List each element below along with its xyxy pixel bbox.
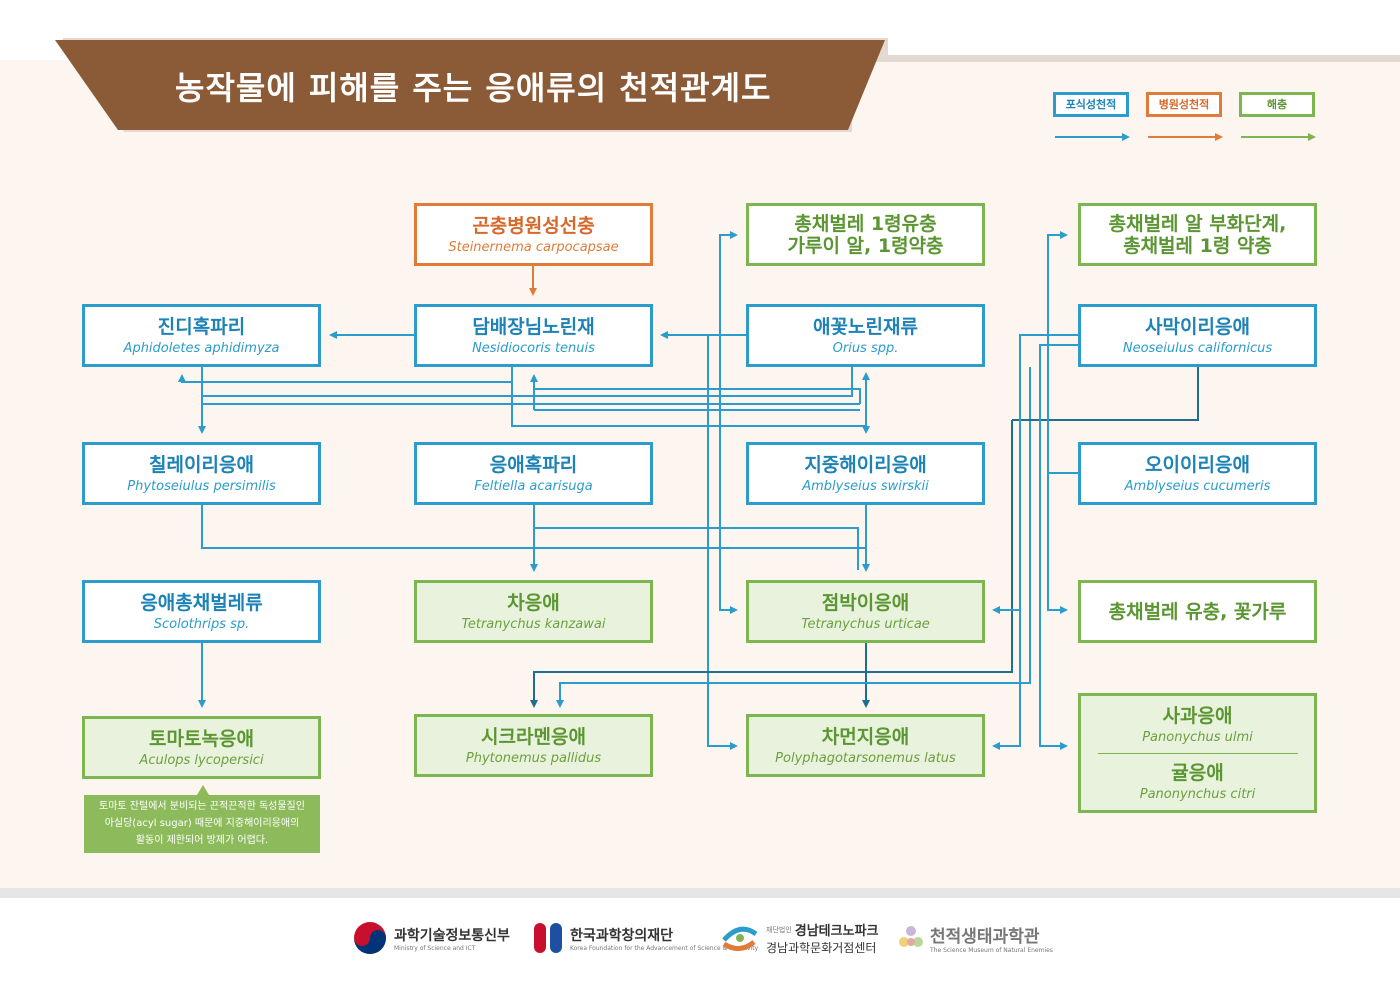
node-orius-name: 애꽃노린재류	[813, 315, 918, 338]
node-steinernema-name: 곤충병원성선충	[472, 214, 595, 237]
node-nesidiocoris-sci: Nesidiocoris tenuis	[472, 340, 595, 356]
node-urticae-sci: Tetranychus urticae	[801, 616, 930, 632]
node-chongchae-hatch-line2: 총채벌레 1령 약충	[1123, 234, 1272, 257]
node-panonychus-citri-name: 귤응애	[1171, 761, 1224, 784]
node-steinernema: 곤충병원성선충 Steinernema carpocapsae	[414, 203, 653, 266]
legend-pest: 해충	[1239, 92, 1315, 117]
node-chongchae-larva: 총채벌레 1령유충 가루이 알, 1령약충	[746, 203, 985, 266]
node-phytonemus-name: 시크라멘응애	[481, 725, 586, 748]
node-chongchae-flower: 총채벌레 유충, 꽃가루	[1078, 580, 1317, 643]
node-panonychus: 사과응애 Panonychus ulmi 귤응애 Panonynchus cit…	[1078, 693, 1317, 813]
node-orius-sci: Orius spp.	[832, 340, 899, 356]
taeguk-icon	[354, 922, 386, 954]
node-amblyseius-cucumeris: 오이이리응애 Amblyseius cucumeris	[1078, 442, 1317, 505]
node-kanzawai-name: 차응애	[507, 591, 560, 614]
logo-museum: 천적생태과학관 The Science Museum of Natural En…	[896, 918, 1053, 958]
node-feltiella-name: 응애혹파리	[489, 453, 578, 476]
legend-predator: 포식성천적	[1053, 92, 1129, 117]
node-feltiella: 응애혹파리 Feltiella acarisuga	[414, 442, 653, 505]
logo-museum-sub: The Science Museum of Natural Enemies	[930, 947, 1053, 954]
logo-gntp-name: 경남테크노파크	[794, 924, 879, 939]
node-aculops: 토마토녹응애 Aculops lycopersici	[82, 716, 321, 779]
node-panonychus-divider	[1097, 752, 1298, 754]
title-banner	[55, 38, 1400, 132]
node-phytoseiulus-sci: Phytoseiulus persimilis	[127, 478, 276, 494]
node-feltiella-sci: Feltiella acarisuga	[474, 478, 593, 494]
page-title: 농작물에 피해를 주는 응애류의 천적관계도	[175, 69, 772, 107]
node-urticae: 점박이응애 Tetranychus urticae	[746, 580, 985, 643]
node-orius: 애꽃노린재류 Orius spp.	[746, 304, 985, 367]
gntp-icon	[722, 926, 758, 951]
node-neoseiulus: 사막이리응애 Neoseiulus californicus	[1078, 304, 1317, 367]
node-polyphagotarsonemus-sci: Polyphagotarsonemus latus	[775, 750, 956, 766]
logo-kofac-sub: Korea Foundation for the Advancement of …	[570, 944, 759, 952]
logo-gntp: 재단법인 경남테크노파크 경남과학문화거점센터	[720, 918, 879, 958]
node-nesidiocoris-name: 담배장님노린재	[472, 315, 595, 338]
node-urticae-name: 점박이응애	[821, 591, 910, 614]
node-kanzawai-sci: Tetranychus kanzawai	[461, 616, 606, 632]
node-chongchae-larva-line1: 총채벌레 1령유충	[794, 212, 937, 235]
node-panonychus-ulmi-sci: Panonychus ulmi	[1142, 729, 1253, 745]
logo-gntp-prefix: 재단법인	[766, 925, 792, 934]
node-amblyseius-swirskii: 지중해이리응애 Amblyseius swirskii	[746, 442, 985, 505]
note-line-2: 아실당(acyl sugar) 때문에 지중해이리응애의	[104, 818, 300, 829]
node-phytonemus-sci: Phytonemus pallidus	[465, 750, 602, 766]
node-nesidiocoris: 담배장님노린재 Nesidiocoris tenuis	[414, 304, 653, 367]
node-steinernema-sci: Steinernema carpocapsae	[448, 239, 619, 255]
node-scolothrips-sci: Scolothrips sp.	[153, 616, 250, 632]
note-line-1: 토마토 잔털에서 분비되는 끈적끈적한 독성물질인	[99, 801, 305, 812]
aculops-note: 토마토 잔털에서 분비되는 끈적끈적한 독성물질인 아실당(acyl sugar…	[84, 795, 320, 853]
footer-divider	[0, 888, 1400, 898]
logo-msit-name: 과학기술정보통신부	[394, 927, 510, 944]
node-aculops-sci: Aculops lycopersici	[139, 752, 264, 768]
legend-pathogen: 병원성천적	[1146, 92, 1222, 117]
node-kanzawai: 차응애 Tetranychus kanzawai	[414, 580, 653, 643]
node-phytoseiulus: 칠레이리응애 Phytoseiulus persimilis	[82, 442, 321, 505]
node-neoseiulus-name: 사막이리응애	[1145, 315, 1250, 338]
node-aphidoletes: 진디혹파리 Aphidoletes aphidimyza	[82, 304, 321, 367]
node-aphidoletes-sci: Aphidoletes aphidimyza	[123, 340, 280, 356]
node-aculops-name: 토마토녹응애	[149, 727, 254, 750]
node-phytonemus: 시크라멘응애 Phytonemus pallidus	[414, 714, 653, 777]
node-scolothrips: 응애총채벌레류 Scolothrips sp.	[82, 580, 321, 643]
node-chongchae-hatch: 총채벌레 알 부화단계, 총채벌레 1령 약충	[1078, 203, 1317, 266]
node-panonychus-ulmi-name: 사과응애	[1162, 704, 1233, 727]
hexagon-cluster-icon	[899, 926, 923, 947]
node-neoseiulus-sci: Neoseiulus californicus	[1122, 340, 1273, 356]
logo-msit-sub: Ministry of Science and ICT	[394, 944, 476, 952]
note-pointer	[197, 785, 209, 795]
node-aphidoletes-name: 진디혹파리	[157, 315, 246, 338]
logo-kofac-name: 한국과학창의재단	[570, 927, 674, 944]
logo-museum-name: 천적생태과학관	[930, 927, 1040, 947]
kofac-icon	[534, 923, 562, 953]
node-panonychus-citri-sci: Panonynchus citri	[1139, 786, 1256, 802]
node-amblyseius-cucumeris-name: 오이이리응애	[1145, 453, 1250, 476]
logo-kofac: 한국과학창의재단 Korea Foundation for the Advanc…	[532, 918, 758, 958]
node-chongchae-larva-line2: 가루이 알, 1령약충	[787, 234, 944, 257]
node-amblyseius-cucumeris-sci: Amblyseius cucumeris	[1124, 478, 1271, 494]
node-chongchae-hatch-line1: 총채벌레 알 부화단계,	[1108, 212, 1287, 235]
node-phytoseiulus-name: 칠레이리응애	[149, 453, 254, 476]
logo-msit: 과학기술정보통신부 Ministry of Science and ICT	[352, 918, 510, 958]
node-amblyseius-swirskii-name: 지중해이리응애	[804, 453, 927, 476]
node-polyphagotarsonemus-name: 차먼지응애	[821, 725, 910, 748]
note-line-3: 활동이 제한되어 방제가 어렵다.	[135, 835, 269, 846]
node-amblyseius-swirskii-sci: Amblyseius swirskii	[802, 478, 929, 494]
logo-gntp-name2: 경남과학문화거점센터	[766, 941, 877, 955]
node-polyphagotarsonemus: 차먼지응애 Polyphagotarsonemus latus	[746, 714, 985, 777]
node-scolothrips-name: 응애총채벌레류	[140, 591, 263, 614]
node-chongchae-flower-name: 총채벌레 유충, 꽃가루	[1108, 600, 1287, 623]
